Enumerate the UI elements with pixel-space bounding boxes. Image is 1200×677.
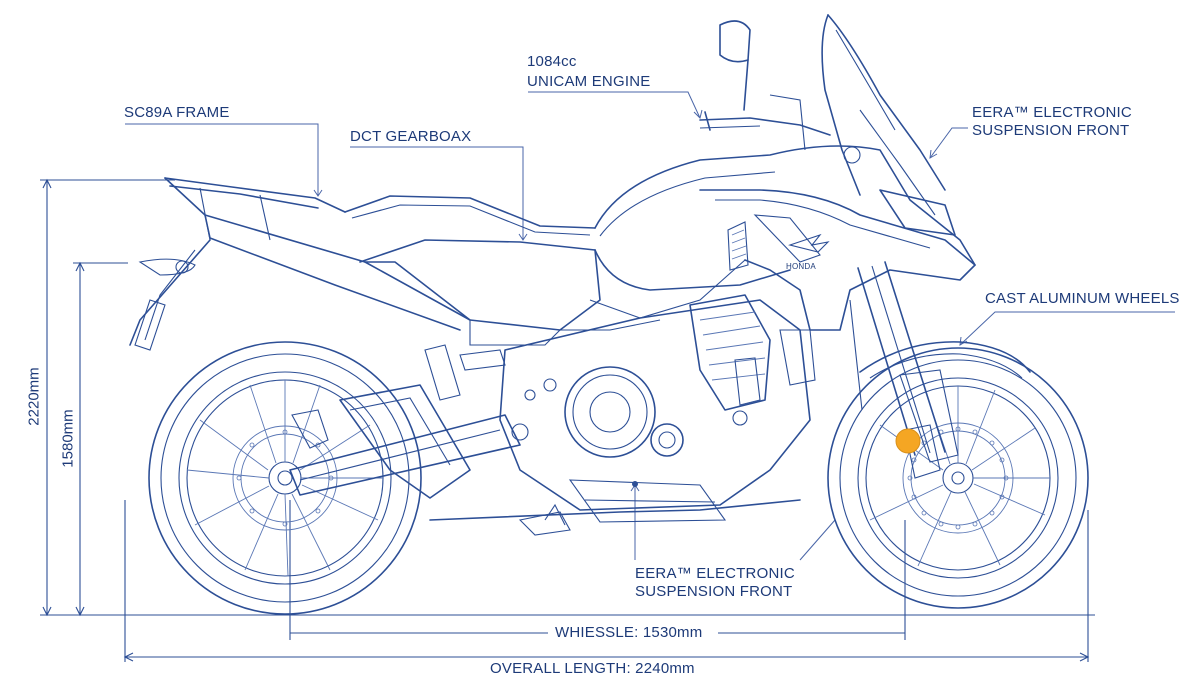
- dimension-lines: [40, 178, 1095, 662]
- overall-height-label: 2220mm: [25, 367, 43, 426]
- body-panels: [129, 14, 976, 526]
- front-fork: [849, 261, 959, 463]
- rear-wheel: [148, 341, 422, 615]
- overall-length-label: OVERALL LENGTH: 2240mm: [490, 660, 695, 677]
- leader-lines: [125, 91, 1175, 561]
- engine: [429, 294, 816, 536]
- tank-brand-label: HONDA: [786, 262, 816, 271]
- wheelbase-label: WHIESSLE: 1530mm: [555, 624, 703, 641]
- engine-label-line2: UNICAM ENGINE: [527, 73, 651, 90]
- front-suspension-label-line2: SUSPENSION FRONT: [972, 122, 1130, 139]
- suspension-bottom-label-line1: EERA™ ELECTRONIC: [635, 565, 795, 582]
- suspension-bottom-label-line2: SUSPENSION FRONT: [635, 583, 793, 600]
- frame-label: SC89A FRAME: [124, 104, 230, 121]
- accent-dot: [895, 428, 921, 454]
- swingarm: [289, 344, 521, 499]
- engine-label-line1: 1084cc: [527, 53, 577, 70]
- seat-height-label: 1580mm: [59, 409, 77, 468]
- front-suspension-label-line1: EERA™ ELECTRONIC: [972, 104, 1132, 121]
- gearbox-label: DCT GEARBOAX: [350, 128, 472, 145]
- front-wheel: [827, 341, 1089, 609]
- wheels-label: CAST ALUMINUM WHEELS: [985, 290, 1180, 307]
